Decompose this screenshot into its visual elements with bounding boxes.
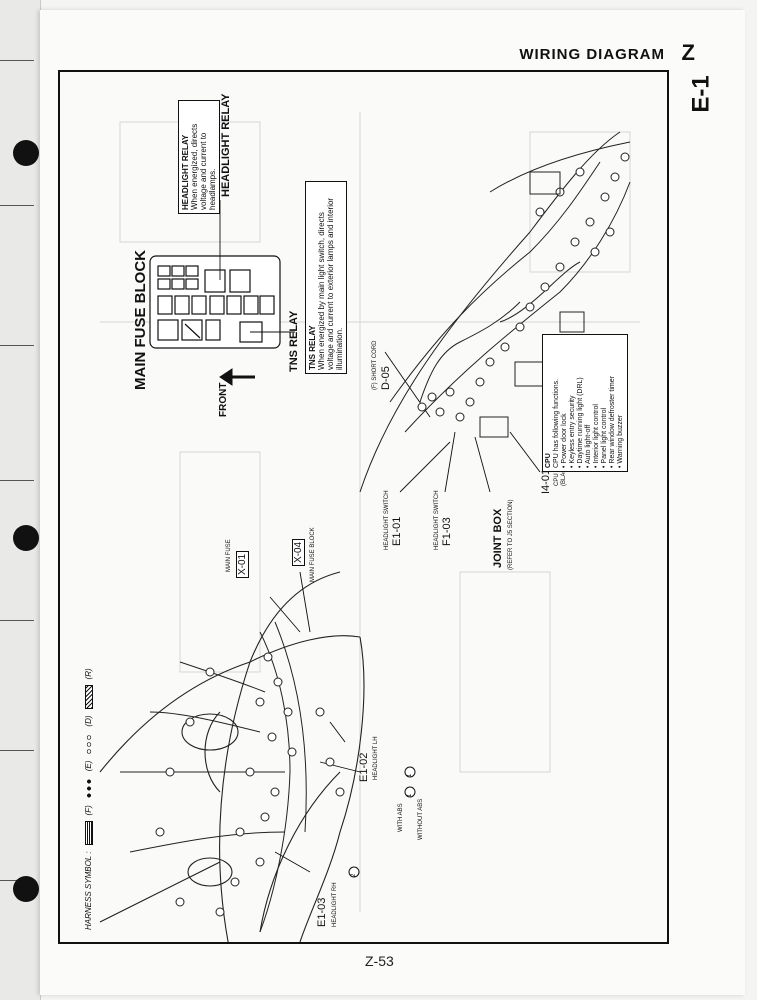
e101-sub-label: HEADLIGHT SWITCH [384, 490, 390, 550]
cpu-item: • Daytime running light (DRL) [577, 377, 584, 468]
cpu-box-title: CPU [545, 453, 552, 468]
x04-code: X-04 [292, 538, 305, 566]
tns-relay-note-title: TNS RELAY [308, 325, 317, 370]
binder-hole-top [13, 140, 39, 166]
i401-label: CPU [554, 473, 560, 486]
callout-number-one: 1 [407, 773, 413, 777]
harness-symbol-legend: HARNESS SYMBOL : (F) (E) (D) (R) [84, 668, 93, 930]
d05-sub-label: (F) SHORT CORD [372, 340, 378, 390]
cpu-item: • Rear window defroster timer [609, 376, 616, 468]
front-label: FRONT [218, 382, 229, 417]
e103-label: HEADLIGHT RH [332, 882, 338, 927]
headlight-relay-label: HEADLIGHT RELAY [220, 93, 232, 198]
binder-hole-bottom [13, 876, 39, 902]
section-id: E-1 [687, 75, 715, 113]
f103-sub-label: HEADLIGHT SWITCH [434, 490, 440, 550]
legend-d-label: (D) [84, 715, 93, 727]
cpu-item: • Power door lock [561, 413, 568, 468]
joint-box-sub-label: (REFER TO J5 SECTION) [508, 499, 514, 570]
headlight-relay-note-text: When energized, directs voltage and curr… [190, 123, 217, 210]
cpu-item: • Auto light-off [585, 424, 592, 468]
cpu-item: • Warning buzzer [617, 414, 624, 468]
headlight-relay-note-title: HEADLIGHT RELAY [181, 134, 190, 210]
cpu-box-intro: CPU has following functions. [553, 378, 560, 468]
fuse-block-graphic [149, 255, 281, 349]
tns-relay-note: TNS RELAY When energized by main light s… [305, 181, 347, 374]
page-header-title: WIRING DIAGRAM [519, 46, 665, 63]
legend-f-symbol [84, 821, 93, 846]
without-abs-label: WITHOUT ABS [418, 798, 424, 840]
legend-d-symbol [85, 732, 92, 755]
with-abs-label: WITH ABS [398, 803, 404, 832]
x01-label: MAIN FUSE [226, 539, 232, 572]
e102-label: HEADLIGHT LH [373, 736, 379, 780]
page-header-tag: Z [681, 40, 695, 65]
harness-upper [359, 131, 631, 493]
e101-code: E1-01 [391, 516, 403, 546]
d05-code: D-05 [380, 366, 392, 390]
callout-number-three: 1 [407, 793, 413, 797]
x01-code: X-01 [236, 550, 249, 578]
f103-code: F1-03 [441, 517, 453, 546]
legend-f-label: (F) [84, 805, 93, 816]
cpu-item: • Keyless entry security [569, 395, 576, 468]
wiring-illustration [99, 112, 640, 942]
callout-number-two: 2 [351, 873, 357, 877]
cpu-item: • Panel light control [601, 407, 608, 468]
legend-r-symbol [84, 685, 93, 710]
e102-code: E1-02 [358, 752, 370, 782]
tns-relay-note-text: When energized by main light switch, dir… [317, 197, 344, 370]
main-fuse-block-title: MAIN FUSE BLOCK [132, 250, 149, 390]
cpu-item: • Interior light control [593, 404, 600, 468]
x04-label: MAIN FUSE BLOCK [310, 527, 316, 582]
diagram-frame: MAIN FUSE BLOCK FRONT HEADLIGHT RELAY HE… [58, 70, 669, 944]
cpu-function-box: CPU CPU has following functions. • Power… [542, 334, 628, 472]
vehicle-outline [99, 571, 365, 942]
legend-r-label: (R) [84, 668, 93, 680]
legend-title: HARNESS SYMBOL : [84, 851, 93, 930]
joint-box-code: JOINT BOX [492, 508, 504, 568]
legend-e-label: (E) [84, 760, 93, 772]
harness-lower [120, 621, 307, 933]
tns-relay-label: TNS RELAY [288, 310, 300, 372]
page-number: Z-53 [365, 953, 394, 969]
headlight-relay-note: HEADLIGHT RELAY When energized, directs … [178, 100, 220, 214]
e103-code: E1-03 [316, 897, 328, 927]
binder-hole-middle [13, 525, 39, 551]
front-arrow [219, 368, 255, 386]
legend-e-symbol [85, 777, 92, 800]
i401-code: I4-01 [540, 468, 552, 494]
